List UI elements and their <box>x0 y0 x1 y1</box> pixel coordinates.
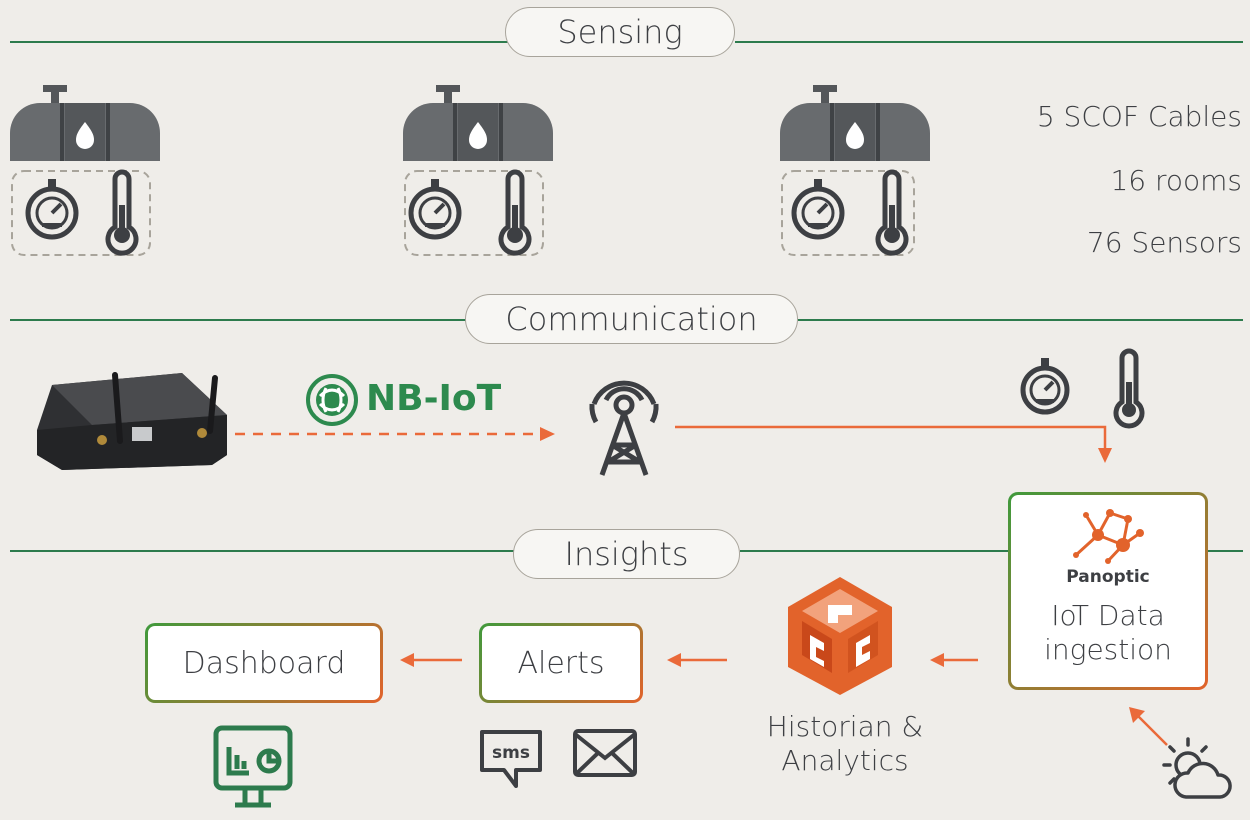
historian-label-line1: Historian & <box>766 710 924 743</box>
iot-data-ingestion-box: Panoptic IoT Data ingestion <box>1008 492 1208 690</box>
pressure-gauge-icon <box>25 179 79 240</box>
svg-text:sms: sms <box>492 743 530 763</box>
iot-data-label-line1: IoT Data <box>1051 599 1165 632</box>
nb-iot-globe-icon <box>306 374 358 426</box>
sms-icon: sms <box>480 730 542 788</box>
cable-unit-2 <box>403 85 553 256</box>
dashboard-box: Dashboard <box>145 623 383 703</box>
panoptic-logo-text: Panoptic <box>1066 567 1150 587</box>
mail-icon <box>573 729 637 777</box>
weather-sun-cloud-icon <box>1162 737 1232 799</box>
cell-tower-icon <box>589 380 659 476</box>
thermometer-icon <box>1113 348 1145 429</box>
sensing-divider-left <box>10 41 510 43</box>
pressure-gauge-icon <box>1020 358 1070 415</box>
historian-cube-logo-icon <box>788 577 892 695</box>
pressure-gauge-icon <box>408 179 462 240</box>
monitor-chart-icon <box>213 725 293 808</box>
historian-to-alerts-arrow <box>667 653 727 667</box>
communication-divider-left <box>10 319 470 321</box>
insights-divider-left <box>10 550 515 552</box>
pressure-gauge-icon <box>791 179 845 240</box>
oil-tank-icon <box>10 85 160 161</box>
thermometer-icon <box>105 169 139 256</box>
insights-divider-right <box>1207 550 1243 552</box>
weather-to-platform-arrow <box>1129 707 1168 746</box>
cable-unit-1 <box>10 85 160 256</box>
tower-to-platform-arrow <box>675 425 1112 463</box>
alerts-to-dashboard-arrow <box>400 653 462 667</box>
section-title-communication: Communication <box>465 294 798 344</box>
stat-sensors: 76 Sensors <box>1086 226 1242 259</box>
thermometer-icon <box>875 169 909 256</box>
sensing-divider-right <box>735 41 1243 43</box>
thermometer-icon <box>498 169 532 256</box>
panoptic-network-logo-icon <box>1073 509 1144 564</box>
cable-unit-3 <box>780 85 930 256</box>
communication-divider-right <box>798 319 1243 321</box>
oil-tank-icon <box>403 85 553 161</box>
nb-iot-logo-text: NB-IoT <box>366 378 502 419</box>
router-device-image <box>37 372 227 470</box>
iot-data-label-line2: ingestion <box>1044 633 1172 666</box>
alerts-box: Alerts <box>479 623 643 703</box>
stat-rooms: 16 rooms <box>1110 164 1242 197</box>
platform-to-historian-arrow <box>930 653 978 667</box>
oil-tank-icon <box>780 85 930 161</box>
historian-label-line2: Analytics <box>781 744 909 777</box>
section-title-insights: Insights <box>513 529 740 579</box>
insights-divider-mid <box>740 550 1010 552</box>
section-title-sensing: Sensing <box>505 7 735 57</box>
stat-cables: 5 SCOF Cables <box>1036 100 1242 133</box>
router-to-tower-arrow <box>235 427 555 441</box>
